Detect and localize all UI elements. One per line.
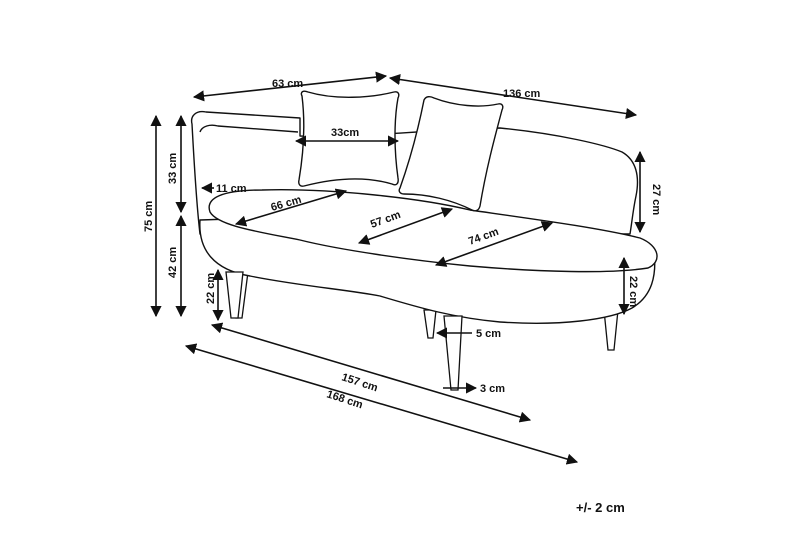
- label-back-width: 63 cm: [272, 78, 303, 90]
- label-pillow-height: 33 cm: [167, 153, 179, 184]
- label-seat-length: 157 cm: [340, 371, 379, 394]
- label-total-length: 168 cm: [325, 388, 364, 411]
- label-leg-top-diameter: 5 cm: [476, 328, 501, 340]
- label-seat-height: 42 cm: [167, 247, 179, 278]
- sofa-illustration: [190, 90, 658, 391]
- sofa-leg-front-left: [225, 271, 244, 319]
- label-arm-thickness: 11 cm: [216, 183, 247, 195]
- label-tolerance: +/- 2 cm: [576, 500, 625, 515]
- label-leg-height-left: 22 cm: [205, 273, 217, 304]
- dim-line-seat-depth-mid: [357, 207, 454, 245]
- label-pillow-width: 33cm: [331, 127, 359, 139]
- sofa-leg-front-right: [443, 315, 463, 391]
- label-total-length-top: 136 cm: [503, 88, 541, 100]
- label-leg-height-right: 22 cm: [627, 276, 639, 307]
- sofa-backrest-inner: [199, 124, 299, 133]
- label-arm-end-height: 27 cm: [650, 184, 662, 215]
- dimension-lines: [150, 71, 646, 465]
- dim-line-seat-depth-left: [234, 188, 348, 227]
- sofa-leg-front-small: [423, 309, 437, 339]
- label-total-height: 75 cm: [143, 201, 155, 232]
- dim-line-total-length-top: [388, 73, 638, 120]
- dim-line-total-length: [184, 343, 579, 465]
- dim-line-back-width: [192, 71, 388, 102]
- label-leg-bottom-diameter: 3 cm: [480, 383, 505, 395]
- dim-line-seat-depth-right: [434, 221, 554, 267]
